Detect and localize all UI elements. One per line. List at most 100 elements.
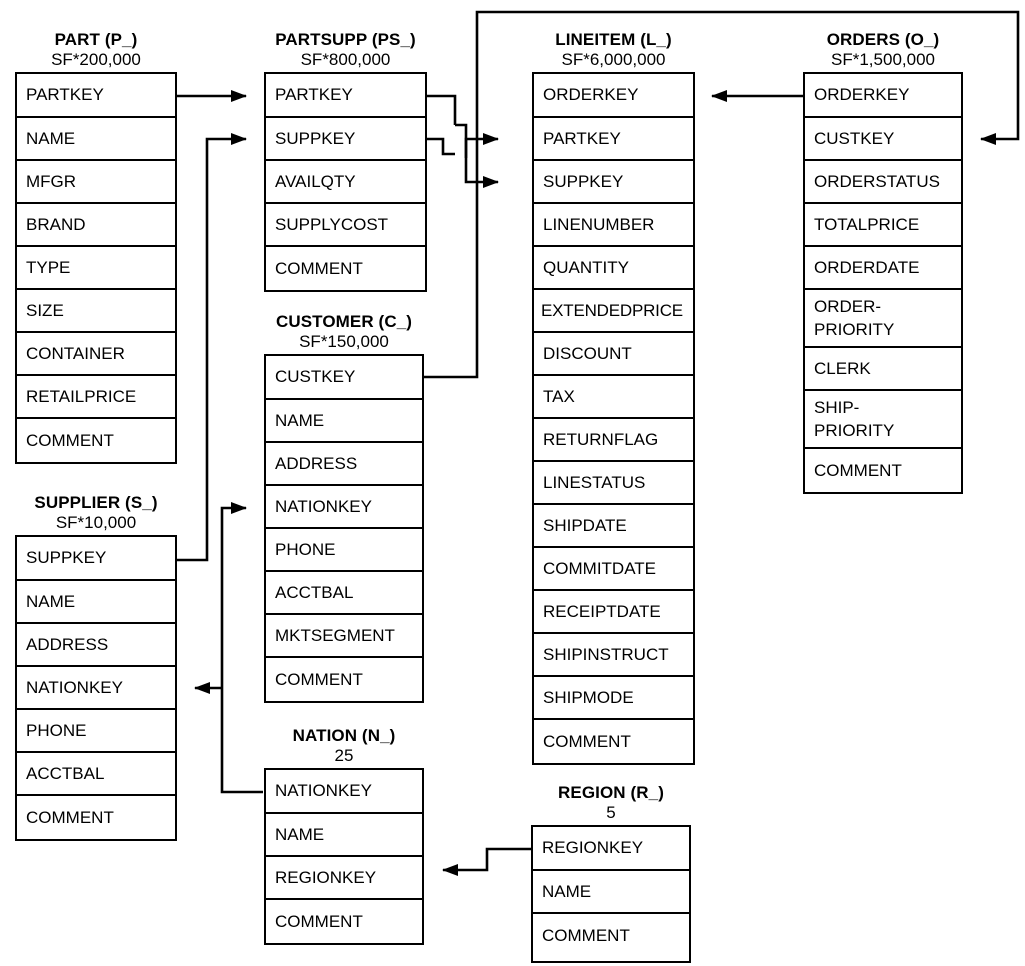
table-lineitem-cardinality: SF*6,000,000: [561, 50, 666, 69]
column-part-mfgr[interactable]: MFGR: [17, 161, 175, 204]
column-orders-orderpriority[interactable]: ORDER- PRIORITY: [805, 290, 961, 348]
table-customer-box: CUSTKEY NAME ADDRESS NATIONKEY PHONE ACC…: [264, 354, 424, 703]
column-partsupp-supplycost[interactable]: SUPPLYCOST: [266, 204, 425, 247]
table-customer-cardinality: SF*150,000: [299, 332, 389, 351]
table-orders-box: ORDERKEY CUSTKEY ORDERSTATUS TOTALPRICE …: [803, 72, 963, 494]
connector-partsupp-partkey-stub: [427, 94, 457, 125]
column-customer-comment[interactable]: COMMENT: [266, 658, 422, 701]
column-part-retailprice[interactable]: RETAILPRICE: [17, 376, 175, 419]
column-part-type[interactable]: TYPE: [17, 247, 175, 290]
table-partsupp-title: PARTSUPP (PS_): [275, 30, 416, 49]
column-lineitem-shipinstruct[interactable]: SHIPINSTRUCT: [534, 634, 693, 677]
table-orders-title: ORDERS (O_): [826, 30, 940, 49]
column-lineitem-extendedprice[interactable]: EXTENDEDPRICE: [534, 290, 693, 333]
table-partsupp[interactable]: PARTSUPP (PS_) SF*800,000 PARTKEY SUPPKE…: [264, 30, 427, 292]
column-region-regionkey[interactable]: REGIONKEY: [533, 827, 689, 871]
column-customer-custkey[interactable]: CUSTKEY: [266, 356, 422, 400]
column-lineitem-linestatus[interactable]: LINESTATUS: [534, 462, 693, 505]
connector-partsupp-to-lineitem-suppkey: [464, 158, 499, 188]
column-lineitem-shipdate[interactable]: SHIPDATE: [534, 505, 693, 548]
table-partsupp-box: PARTKEY SUPPKEY AVAILQTY SUPPLYCOST COMM…: [264, 72, 427, 292]
connector-supplier-to-partsupp: [177, 133, 247, 562]
column-lineitem-shipmode[interactable]: SHIPMODE: [534, 677, 693, 720]
column-part-comment[interactable]: COMMENT: [17, 419, 175, 462]
table-region-title: REGION (R_): [558, 783, 664, 802]
table-region-box: REGIONKEY NAME COMMENT: [531, 825, 691, 963]
column-lineitem-returnflag[interactable]: RETURNFLAG: [534, 419, 693, 462]
column-region-name[interactable]: NAME: [533, 871, 689, 914]
column-orders-orderpriority-line1: ORDER-: [814, 297, 882, 316]
column-customer-phone[interactable]: PHONE: [266, 529, 422, 572]
table-supplier-box: SUPPKEY NAME ADDRESS NATIONKEY PHONE ACC…: [15, 535, 177, 841]
table-nation-title: NATION (N_): [292, 726, 396, 745]
column-orders-orderdate[interactable]: ORDERDATE: [805, 247, 961, 290]
table-supplier-title: SUPPLIER (S_): [34, 493, 158, 512]
column-lineitem-comment[interactable]: COMMENT: [534, 720, 693, 763]
column-orders-orderpriority-line2: PRIORITY: [814, 320, 895, 339]
column-nation-comment[interactable]: COMMENT: [266, 900, 422, 943]
column-orders-orderkey[interactable]: ORDERKEY: [805, 74, 961, 118]
column-supplier-nationkey[interactable]: NATIONKEY: [17, 667, 175, 710]
column-orders-totalprice[interactable]: TOTALPRICE: [805, 204, 961, 247]
column-customer-acctbal[interactable]: ACCTBAL: [266, 572, 422, 615]
table-nation-box: NATIONKEY NAME REGIONKEY COMMENT: [264, 768, 424, 945]
table-part-cardinality: SF*200,000: [51, 50, 141, 69]
column-part-partkey[interactable]: PARTKEY: [17, 74, 175, 118]
column-nation-name[interactable]: NAME: [266, 814, 422, 857]
connector-region-to-nation: [442, 847, 531, 876]
table-supplier-cardinality: SF*10,000: [55, 513, 137, 532]
table-supplier[interactable]: SUPPLIER (S_) SF*10,000 SUPPKEY NAME ADD…: [15, 493, 177, 841]
column-lineitem-receiptdate[interactable]: RECEIPTDATE: [534, 591, 693, 634]
column-partsupp-suppkey[interactable]: SUPPKEY: [266, 118, 425, 161]
column-orders-shippriority-line1: SHIP-: [814, 398, 860, 417]
column-supplier-phone[interactable]: PHONE: [17, 710, 175, 753]
column-lineitem-linenumber[interactable]: LINENUMBER: [534, 204, 693, 247]
column-supplier-name[interactable]: NAME: [17, 581, 175, 624]
column-orders-shippriority[interactable]: SHIP- PRIORITY: [805, 391, 961, 449]
column-lineitem-orderkey[interactable]: ORDERKEY: [534, 74, 693, 118]
table-lineitem[interactable]: LINEITEM (L_) SF*6,000,000 ORDERKEY PART…: [532, 30, 695, 765]
connector-partsupp-suppkey-stub: [427, 137, 455, 156]
column-supplier-comment[interactable]: COMMENT: [17, 796, 175, 839]
column-customer-name[interactable]: NAME: [266, 400, 422, 443]
table-partsupp-cardinality: SF*800,000: [300, 50, 391, 69]
column-orders-orderstatus[interactable]: ORDERSTATUS: [805, 161, 961, 204]
column-part-name[interactable]: NAME: [17, 118, 175, 161]
column-lineitem-commitdate[interactable]: COMMITDATE: [534, 548, 693, 591]
table-region-cardinality: 5: [606, 803, 616, 822]
column-customer-mktsegment[interactable]: MKTSEGMENT: [266, 615, 422, 658]
column-lineitem-quantity[interactable]: QUANTITY: [534, 247, 693, 290]
column-part-container[interactable]: CONTAINER: [17, 333, 175, 376]
column-lineitem-suppkey[interactable]: SUPPKEY: [534, 161, 693, 204]
table-part-title: PART (P_): [54, 30, 138, 49]
column-part-brand[interactable]: BRAND: [17, 204, 175, 247]
table-nation-cardinality: 25: [334, 746, 354, 765]
column-nation-regionkey[interactable]: REGIONKEY: [266, 857, 422, 900]
column-orders-shippriority-line2: PRIORITY: [814, 421, 895, 440]
column-customer-nationkey[interactable]: NATIONKEY: [266, 486, 422, 529]
column-lineitem-partkey[interactable]: PARTKEY: [534, 118, 693, 161]
column-lineitem-tax[interactable]: TAX: [534, 376, 693, 419]
column-lineitem-discount[interactable]: DISCOUNT: [534, 333, 693, 376]
column-orders-custkey[interactable]: CUSTKEY: [805, 118, 961, 161]
column-supplier-address[interactable]: ADDRESS: [17, 624, 175, 667]
column-partsupp-partkey[interactable]: PARTKEY: [266, 74, 425, 118]
column-orders-clerk[interactable]: CLERK: [805, 348, 961, 391]
column-partsupp-comment[interactable]: COMMENT: [266, 247, 425, 290]
column-customer-address[interactable]: ADDRESS: [266, 443, 422, 486]
column-supplier-acctbal[interactable]: ACCTBAL: [17, 753, 175, 796]
column-partsupp-availqty[interactable]: AVAILQTY: [266, 161, 425, 204]
connector-nation-to-customer: [220, 502, 263, 794]
table-region[interactable]: REGION (R_) 5 REGIONKEY NAME COMMENT: [531, 783, 691, 963]
table-part[interactable]: PART (P_) SF*200,000 PARTKEY NAME MFGR B…: [15, 30, 177, 464]
table-nation[interactable]: NATION (N_) 25 NATIONKEY NAME REGIONKEY …: [264, 726, 424, 945]
column-orders-comment[interactable]: COMMENT: [805, 449, 961, 492]
column-nation-nationkey[interactable]: NATIONKEY: [266, 770, 422, 814]
column-region-comment[interactable]: COMMENT: [533, 914, 689, 957]
table-orders[interactable]: ORDERS (O_) SF*1,500,000 ORDERKEY CUSTKE…: [803, 30, 963, 494]
column-supplier-suppkey[interactable]: SUPPKEY: [17, 537, 175, 581]
table-customer[interactable]: CUSTOMER (C_) SF*150,000 CUSTKEY NAME AD…: [264, 312, 424, 703]
column-part-size[interactable]: SIZE: [17, 290, 175, 333]
table-customer-title: CUSTOMER (C_): [275, 312, 413, 331]
